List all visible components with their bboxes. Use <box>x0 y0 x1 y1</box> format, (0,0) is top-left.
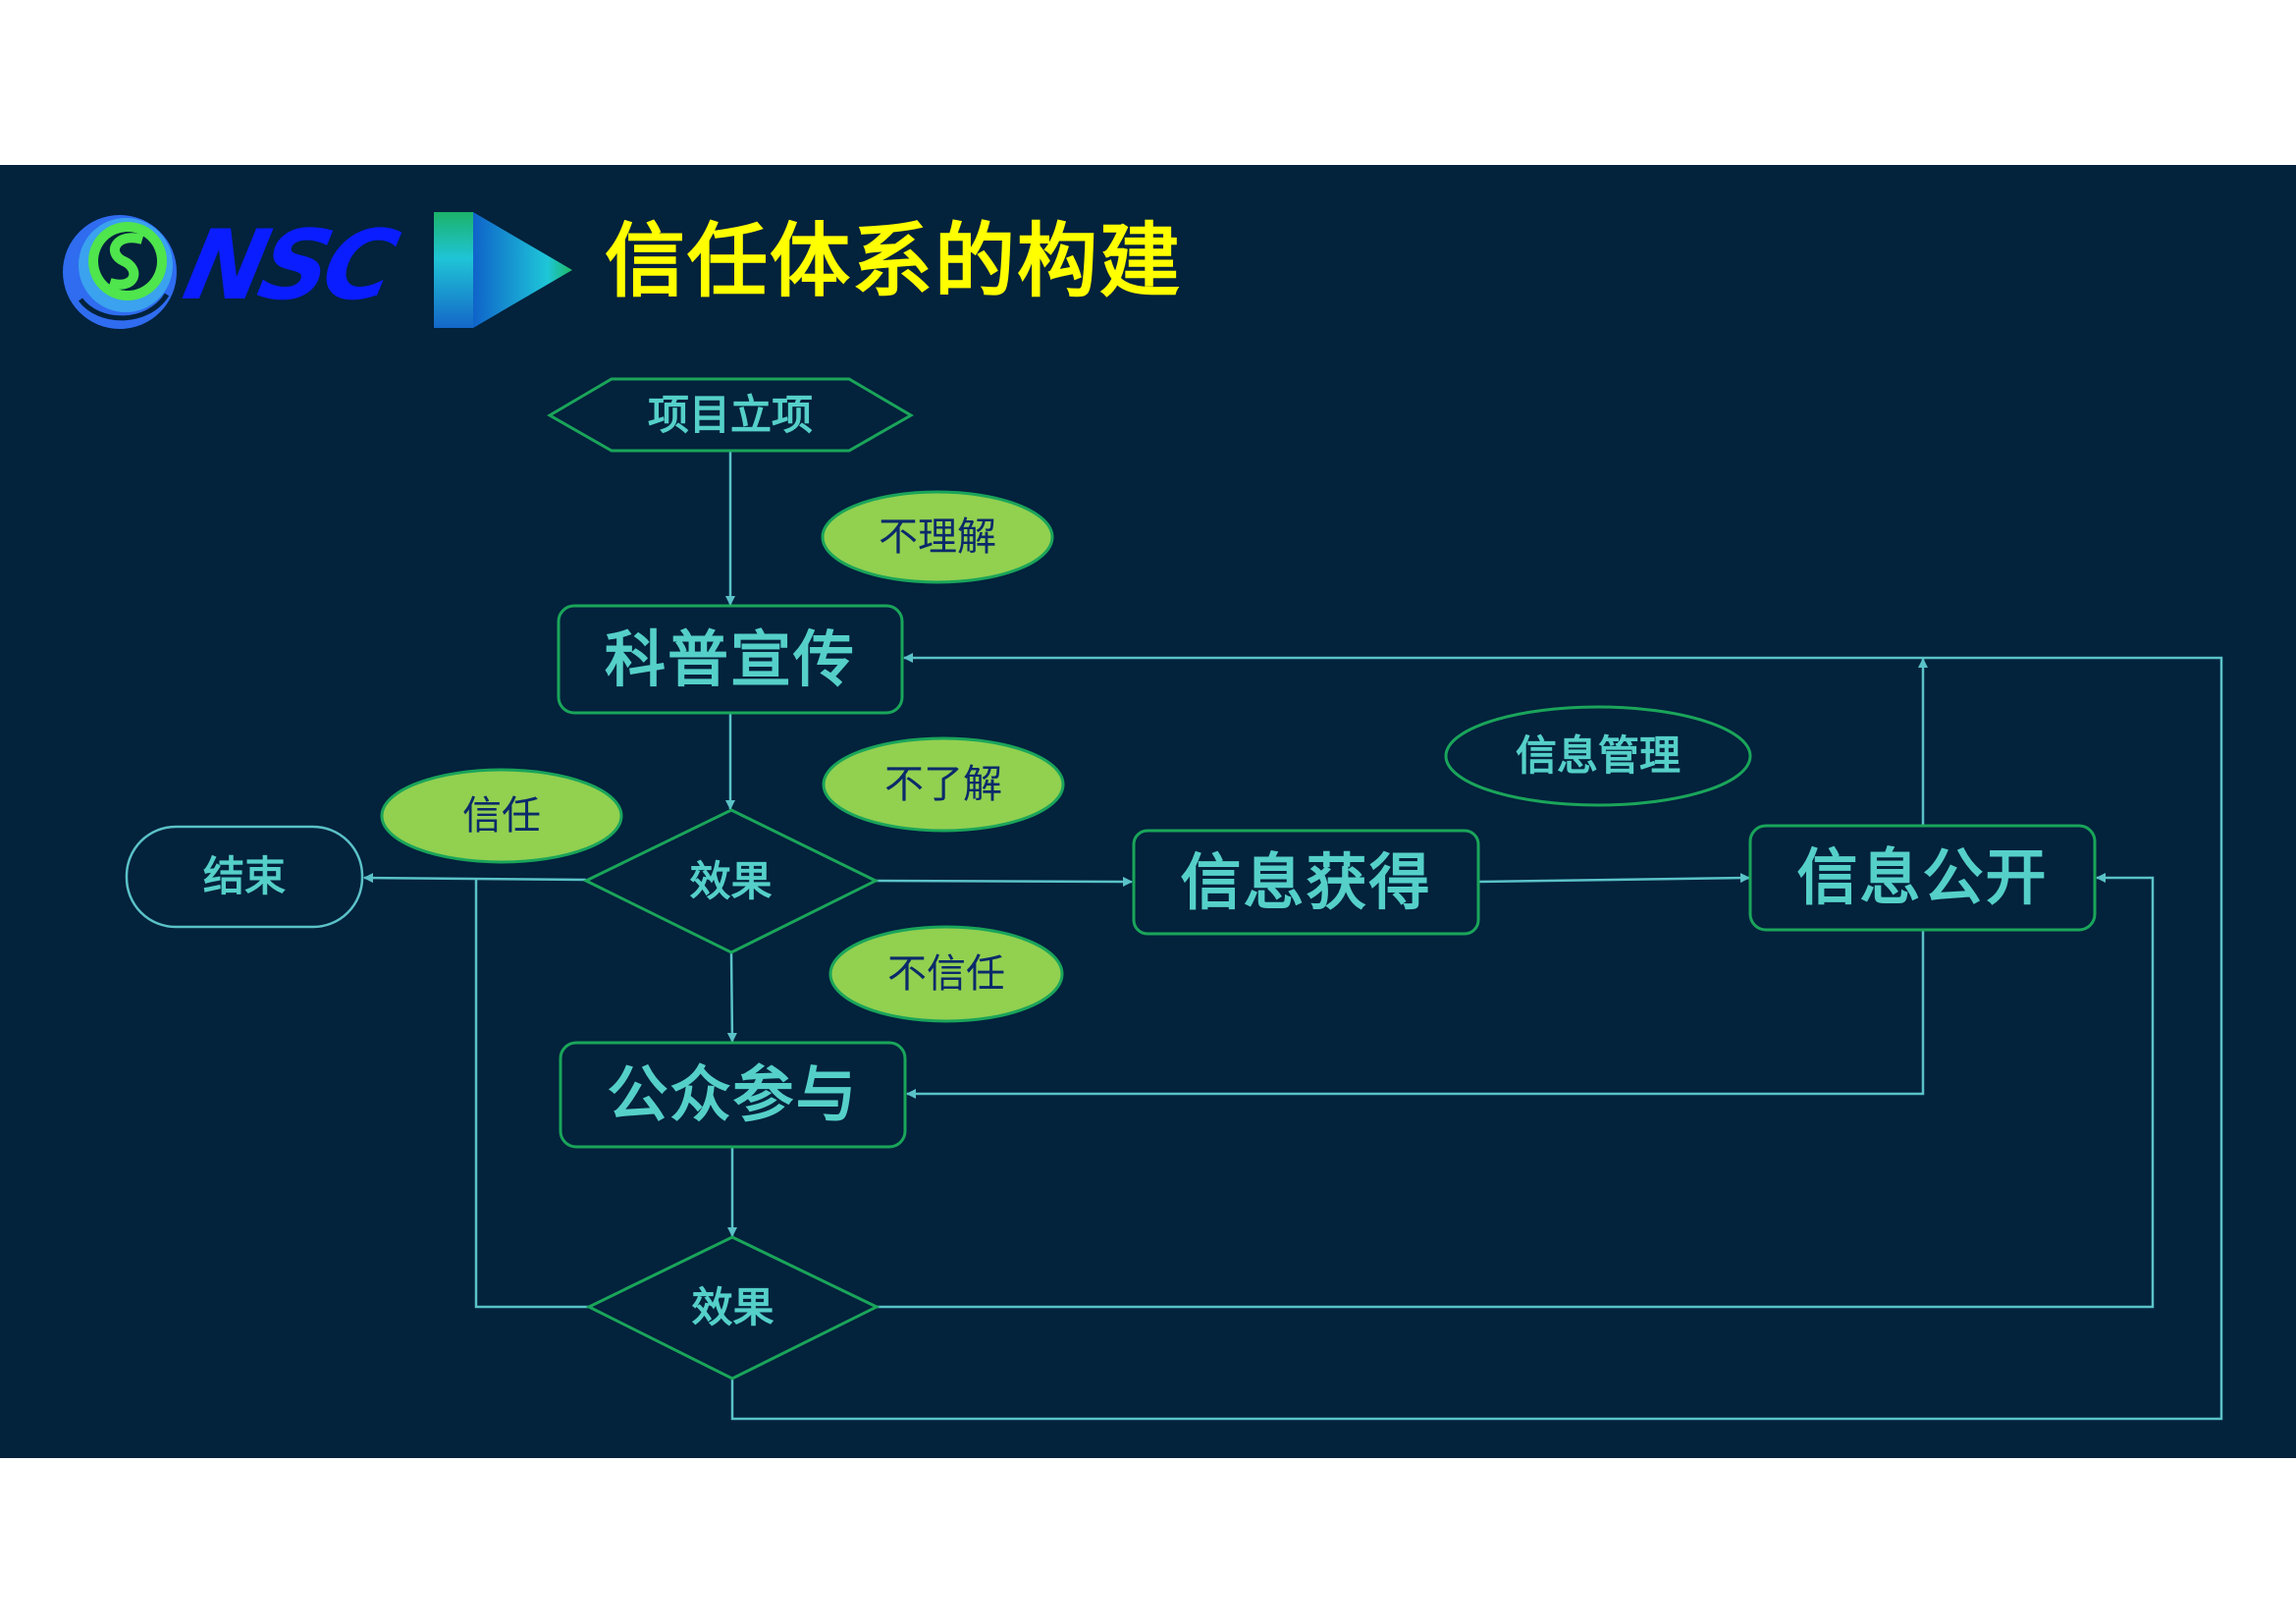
nsc-logo <box>63 212 572 329</box>
connector-info-acquire-to-disclose <box>1477 873 1750 884</box>
outreach-node-shape <box>557 604 904 715</box>
connector-effect1-to-participation <box>726 951 737 1043</box>
annotation-not-know: 不了解 <box>884 762 1002 807</box>
page-title: 信任体系的构建 <box>605 215 1183 308</box>
annotation-not-understand-shape <box>821 490 1054 584</box>
node-info-disclose: 信息公开 <box>1796 841 2049 913</box>
connector-effect2-to-outreach <box>730 653 2223 1421</box>
annotation-info-management: 信息管理 <box>1515 731 1681 780</box>
node-effect-2: 效果 <box>691 1283 774 1331</box>
swirl-logo-icon <box>63 215 177 329</box>
node-start: 项目立项 <box>647 390 813 439</box>
annotation-not-understand: 不理解 <box>879 514 996 560</box>
annotation-info-management-shape <box>1444 705 1752 807</box>
node-end: 结束 <box>202 852 286 900</box>
node-info-acquire: 信息获得 <box>1180 845 1432 918</box>
annotation-trust: 信任 <box>462 793 541 839</box>
annotation-trust-shape <box>380 768 623 864</box>
connectors <box>363 451 2223 1421</box>
node-effect-1: 效果 <box>689 856 773 905</box>
node-public-participation: 公众参与 <box>607 1058 859 1130</box>
connector-effect2-to-disclose <box>877 873 2155 1309</box>
start-node-shape <box>547 377 914 453</box>
node-science-outreach: 科普宣传 <box>604 623 856 695</box>
annotation-not-know-shape <box>822 736 1065 833</box>
annotation-distrust-shape <box>828 925 1064 1023</box>
info-disclose-node-shape <box>1748 824 2097 932</box>
annotation-distrust: 不信任 <box>887 951 1005 997</box>
connector-effect1-to-info-acquire <box>874 876 1133 887</box>
participation-node-shape <box>559 1041 907 1149</box>
info-acquire-node-shape <box>1132 829 1480 936</box>
end-node-shape <box>125 825 364 929</box>
effect2-node-shape <box>585 1235 881 1380</box>
logo-bar-icon <box>434 212 473 328</box>
effect1-node-shape <box>582 808 880 954</box>
play-arrow-icon <box>473 212 572 328</box>
connector-effect2-to-end <box>474 878 589 1309</box>
connector-disclose-to-participation <box>906 930 1925 1099</box>
nsc-logo-text: NSC <box>175 210 402 322</box>
